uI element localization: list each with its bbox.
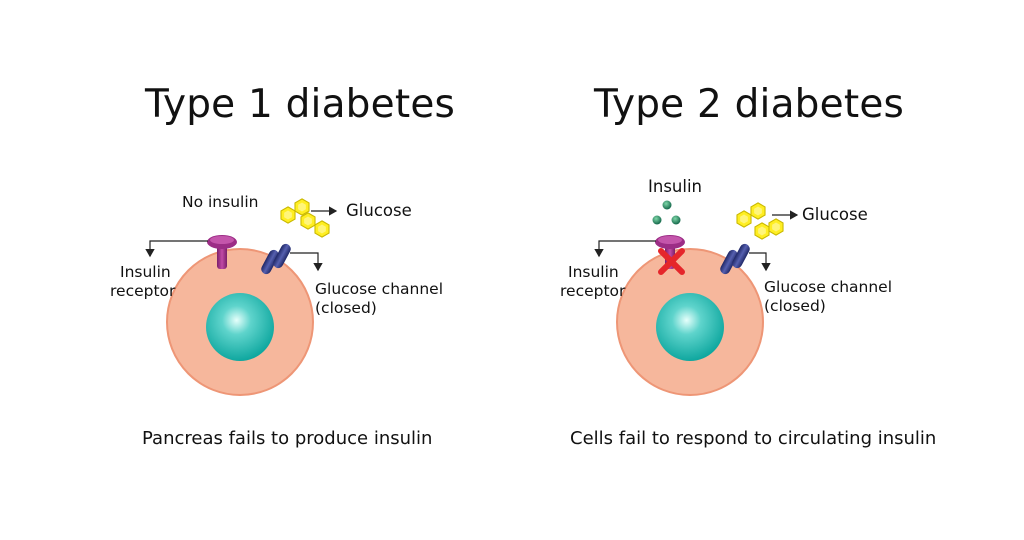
channel-arrow [290, 252, 323, 272]
blocked-x-icon [658, 248, 685, 275]
arrows [594, 210, 799, 272]
glucose-molecules-icon [280, 198, 330, 238]
insulin-molecules-icon [652, 200, 681, 225]
type1-diagram [145, 198, 338, 396]
receptor-label-line1: Insulin [120, 263, 171, 281]
type2-diagram [594, 200, 799, 396]
arrows [145, 206, 338, 272]
type1-title: Type 1 diabetes [145, 82, 456, 127]
receptor-label-line2: receptor [110, 282, 176, 300]
receptor-arrow [145, 240, 208, 258]
insulin-receptor-icon [207, 235, 237, 269]
channel-label-line1: Glucose channel [315, 280, 444, 298]
type1-caption: Pancreas fails to produce insulin [142, 428, 433, 449]
insulin-label: Insulin [648, 177, 703, 196]
cell-nucleus [656, 293, 724, 361]
no-insulin-label: No insulin [182, 193, 259, 211]
glucose-label: Glucose [346, 201, 412, 220]
glucose-channel-icon [720, 243, 750, 275]
channel-arrow [749, 252, 771, 272]
glucose-label: Glucose [802, 205, 868, 224]
type2-title: Type 2 diabetes [594, 82, 905, 127]
receptor-label-line2: receptor [560, 282, 626, 300]
channel-label-line2: (closed) [315, 299, 377, 317]
type2-caption: Cells fail to respond to circulating ins… [570, 428, 937, 449]
type2-panel: Type 2 diabetes [512, 0, 1024, 540]
receptor-arrow [594, 240, 656, 258]
cell-nucleus [206, 293, 274, 361]
channel-label-line2: (closed) [764, 297, 826, 315]
type1-panel: Type 1 diabetes No ins [110, 82, 456, 449]
channel-label-line1: Glucose channel [764, 278, 893, 296]
glucose-molecules-icon [736, 202, 784, 240]
receptor-label-line1: Insulin [568, 263, 619, 281]
glucose-channel-icon [261, 243, 291, 275]
